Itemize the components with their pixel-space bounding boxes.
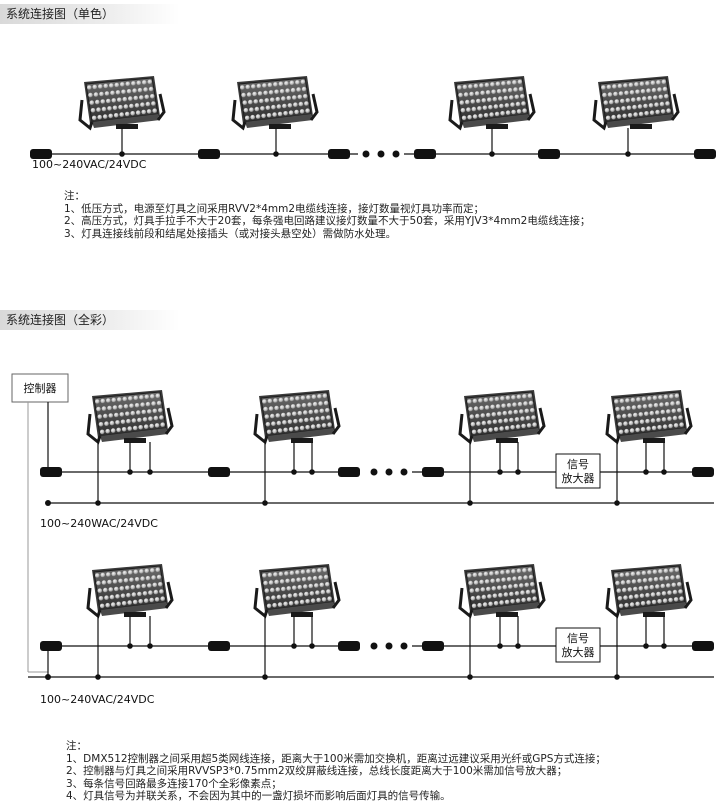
fixture-icon bbox=[231, 74, 319, 157]
connector-icon bbox=[538, 149, 560, 159]
section-title-monochrome: 系统连接图（单色） bbox=[0, 4, 180, 24]
notes-title: 注： bbox=[64, 190, 85, 202]
svg-text:信号: 信号 bbox=[567, 632, 589, 645]
note-item: 4、灯具信号为并联关系，不会因为其中的一盏灯损坏而影响后面灯具的信号传输。 bbox=[66, 790, 451, 802]
section-title-fullcolor: 系统连接图（全彩） bbox=[0, 310, 180, 330]
svg-text:放大器: 放大器 bbox=[562, 471, 595, 485]
connector-icon bbox=[198, 149, 220, 159]
notes-monochrome: 注： 1、低压方式，电源至灯具之间采用RVV2*4mm2电缆线连接，接灯数量视灯… bbox=[64, 190, 590, 240]
connector-icon bbox=[30, 149, 52, 159]
amplifier-box bbox=[555, 453, 601, 489]
controller-label: 控制器 bbox=[24, 381, 57, 395]
voltage-label: 100~240VAC/24VDC bbox=[40, 693, 155, 706]
note-item: 2、高压方式，灯具手拉手不大于20套，每条强电回路建议接灯数量不大于50套，采用… bbox=[64, 215, 591, 227]
voltage-label: 100~240WAC/24VDC bbox=[40, 517, 158, 530]
controller-box bbox=[11, 373, 69, 403]
note-item: 3、每条信号回路最多连接170个全彩像素点； bbox=[66, 777, 282, 790]
note-item: 3、灯具连接线前段和结尾处接插头（或对接头悬空处）需做防水处理。 bbox=[64, 227, 397, 240]
ellipsis-icon bbox=[362, 150, 370, 158]
fixture-icon bbox=[592, 74, 680, 157]
voltage-label: 100~240VAC/24VDC bbox=[32, 158, 147, 171]
svg-text:信号: 信号 bbox=[567, 458, 589, 471]
svg-text:放大器: 放大器 bbox=[562, 645, 595, 659]
amplifier-box bbox=[555, 627, 601, 663]
connector-icon bbox=[414, 149, 436, 159]
fixture-icon bbox=[78, 74, 166, 157]
connector-icon bbox=[694, 149, 716, 159]
notes-title: 注： bbox=[66, 740, 87, 752]
fixture-icon bbox=[448, 74, 536, 157]
fullcolor-diagram: 控制器 信号 放大器 bbox=[11, 373, 714, 680]
connector-icon bbox=[328, 149, 350, 159]
monochrome-diagram bbox=[30, 74, 716, 159]
note-item: 1、DMX512控制器之间采用超5类网线连接，距离大于100米需加交换机，距离过… bbox=[66, 752, 606, 765]
notes-fullcolor: 注： 1、DMX512控制器之间采用超5类网线连接，距离大于100米需加交换机，… bbox=[66, 740, 606, 803]
note-item: 2、控制器与灯具之间采用RVVSP3*0.75mm2双绞屏蔽线连接，总线长度距离… bbox=[66, 765, 568, 777]
note-item: 1、低压方式，电源至灯具之间采用RVV2*4mm2电缆线连接，接灯数量视灯具功率… bbox=[64, 202, 485, 215]
